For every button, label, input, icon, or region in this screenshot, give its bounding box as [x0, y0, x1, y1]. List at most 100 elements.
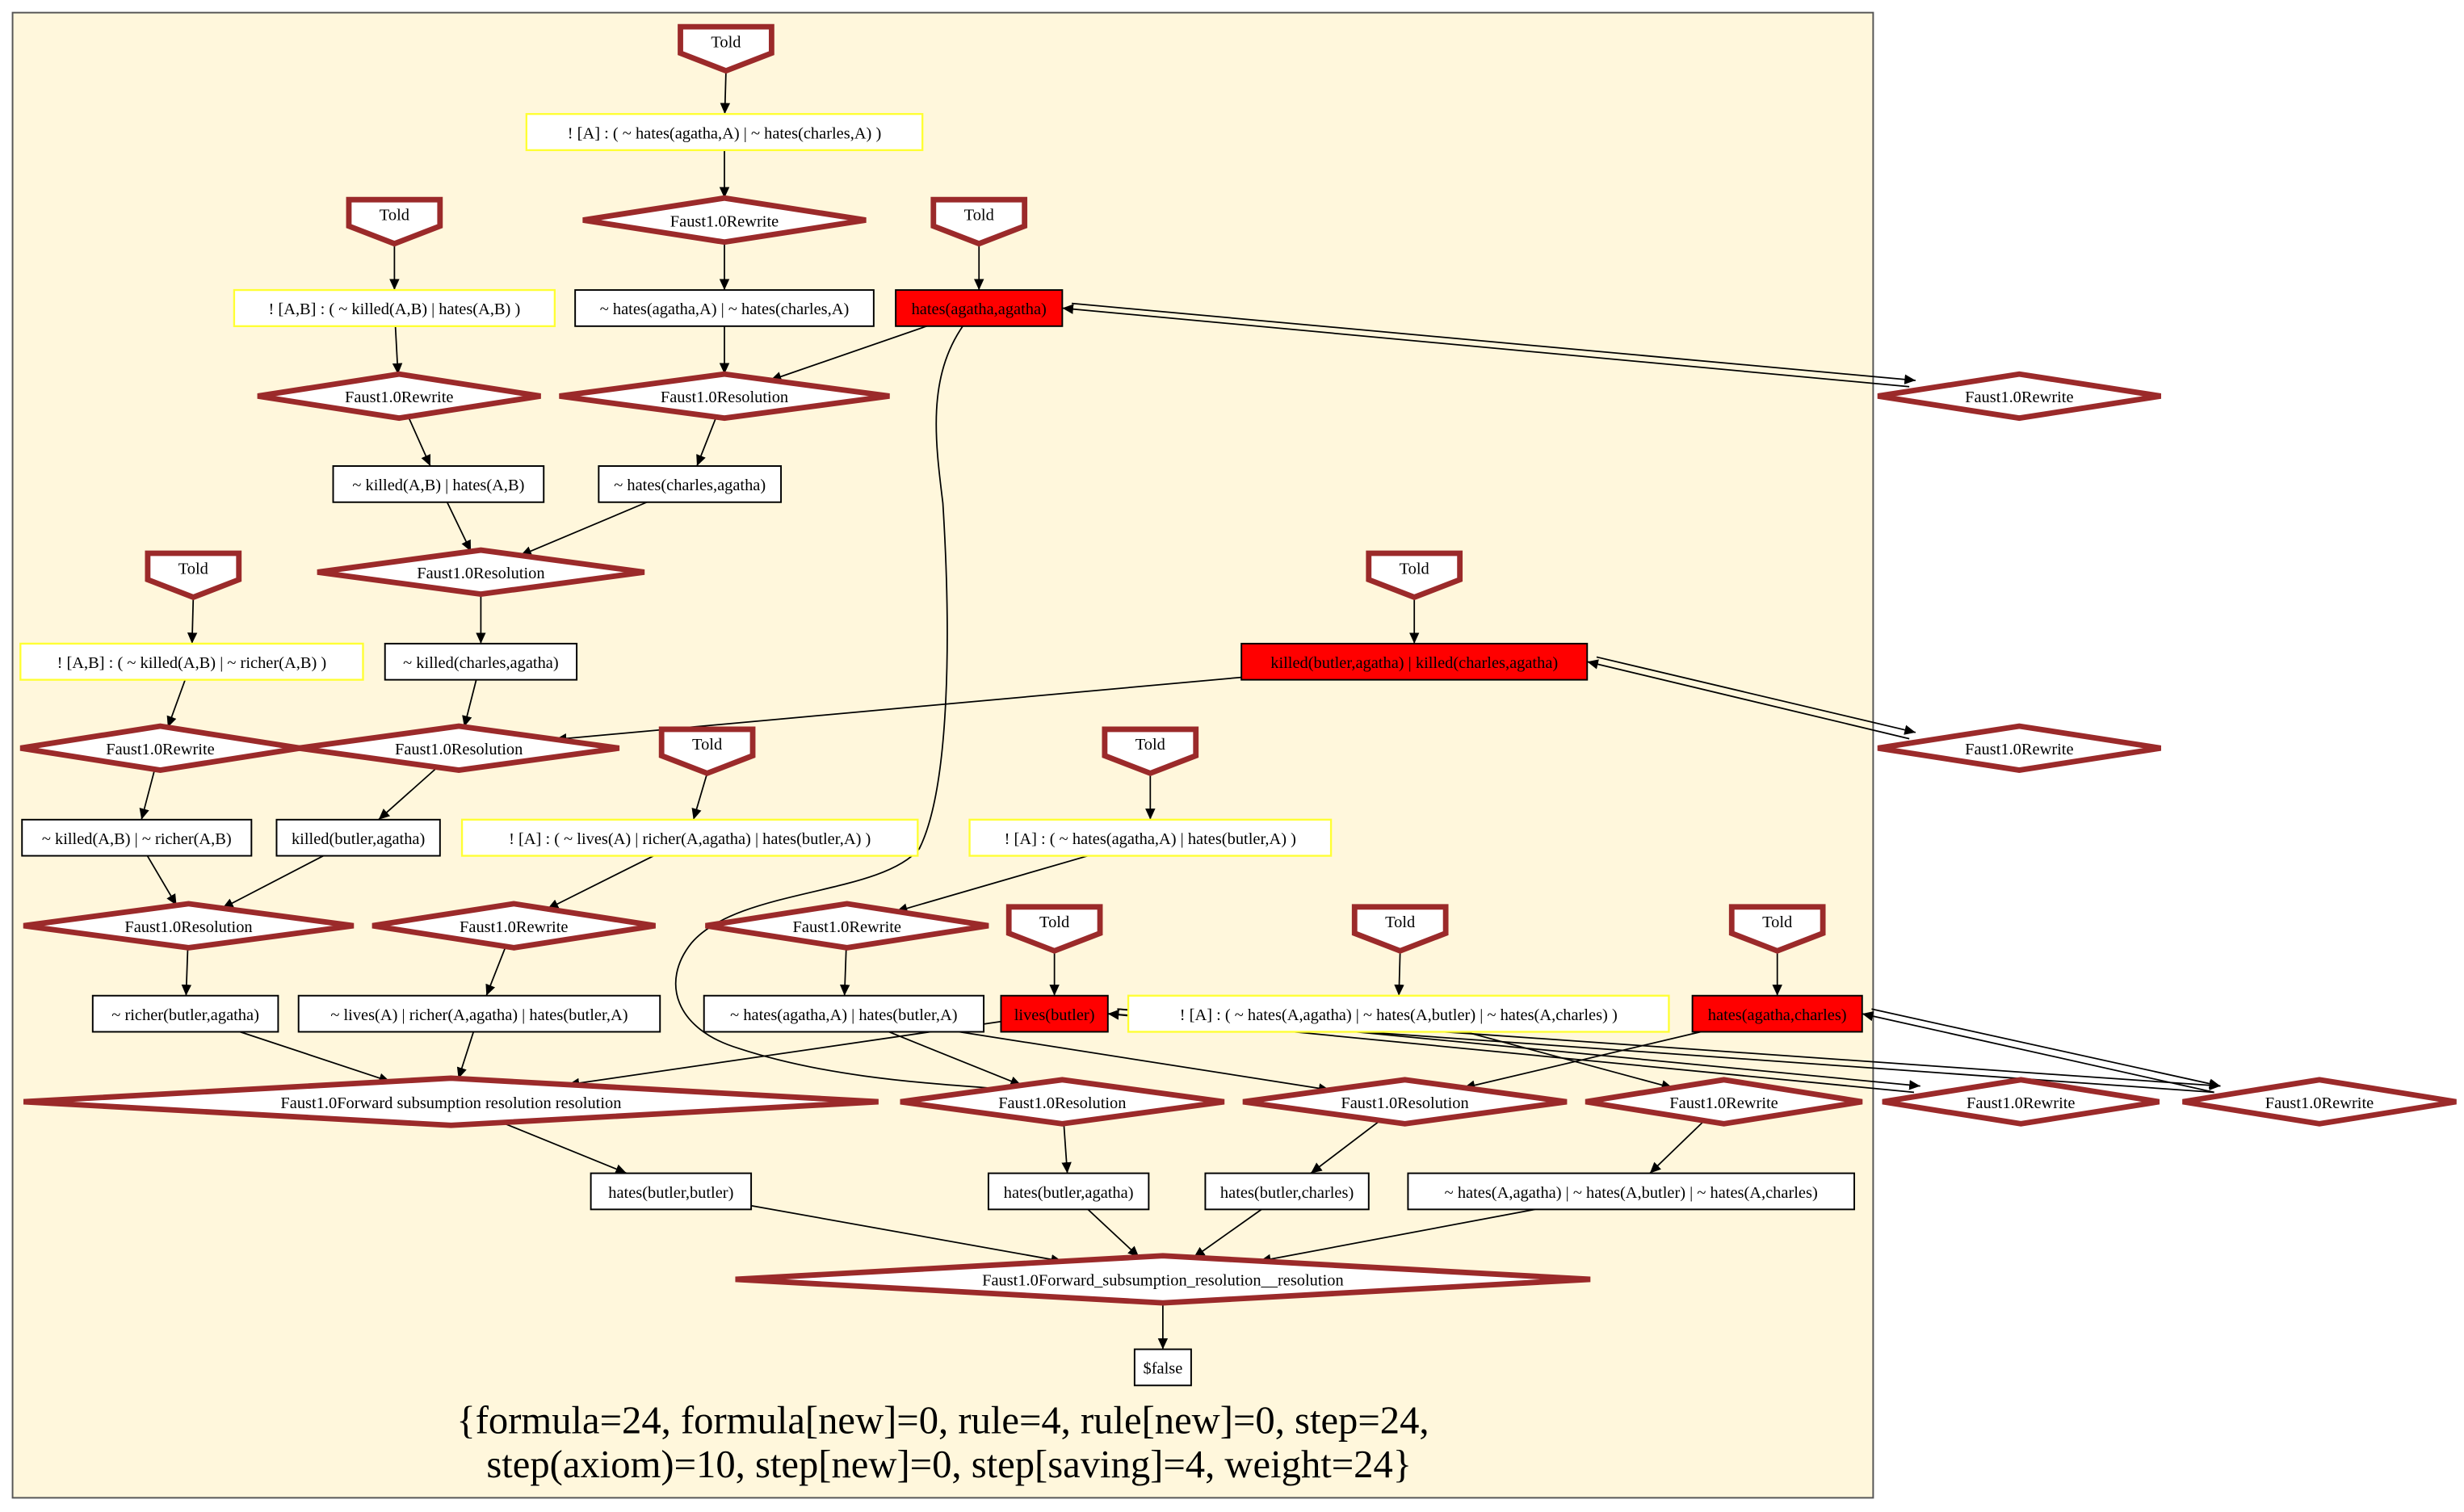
rule-node-rw5: Faust1.0Rewrite [705, 901, 989, 951]
hl-node-h4: hates(agatha,charles) [1691, 994, 1863, 1033]
derivation-cluster [11, 11, 1874, 1499]
rule-diamond [1877, 371, 2161, 422]
edge-h1-res5 [674, 325, 1038, 1096]
node-label: hates(butler,charles) [1220, 1184, 1354, 1202]
edge-h2-rw_r2 [1596, 656, 1916, 735]
node-label: Faust1.0Rewrite [1965, 388, 2073, 406]
node-label: Told [711, 33, 741, 51]
edge-h1-res1 [770, 325, 927, 382]
rule-diamond [705, 901, 989, 951]
edge-layer [139, 70, 2221, 1350]
edge-ax2-rw2 [392, 326, 403, 375]
clause-node-c13: ~ hates(A,agatha) | ~ hates(A,butler) | … [1407, 1172, 1856, 1211]
axiom-box [19, 642, 364, 681]
told-node-told8: Told [1005, 904, 1103, 954]
node-label: ! [A,B] : ( ~ killed(A,B) | ~ richer(A,B… [57, 654, 327, 672]
clause-box [1407, 1172, 1856, 1211]
edge-rw_r2-h2 [1587, 659, 1910, 740]
told-node-told1: Told [678, 23, 774, 74]
rule-node-res5: Faust1.0Resolution [900, 1077, 1225, 1127]
node-label: Faust1.0Rewrite [106, 741, 214, 758]
edge-c6-res4 [221, 855, 324, 909]
clause-box [598, 465, 783, 503]
edge-c13-fsr2 [1259, 1208, 1535, 1264]
edge-h1-rw_r1 [1071, 302, 1916, 384]
told-node-told9: Told [1351, 904, 1449, 954]
told-shape [1351, 904, 1449, 954]
node-label: hates(agatha,agatha) [912, 300, 1047, 318]
highlighted-clause-box [1000, 994, 1109, 1033]
edge-ax3-rw3 [166, 679, 187, 728]
node-label: Faust1.0Resolution [1341, 1094, 1468, 1112]
node-label: ~ hates(agatha,A) | ~ hates(charles,A) [600, 300, 850, 318]
node-label: lives(butler) [1014, 1006, 1095, 1024]
node-label: Faust1.0Rewrite [670, 212, 779, 230]
clause-node-c12: hates(butler,charles) [1204, 1172, 1370, 1211]
highlighted-clause-box [1240, 642, 1589, 681]
edge-c8-fsr1 [456, 1031, 475, 1079]
rule-diamond [582, 195, 867, 246]
edge-c9-res5 [888, 1031, 1022, 1086]
rule-node-rw1: Faust1.0Rewrite [582, 195, 867, 246]
edge-c7-fsr1 [239, 1031, 391, 1083]
told-node-told10: Told [1728, 904, 1826, 954]
edge-c5-res4 [146, 855, 178, 906]
axiom-box [1127, 994, 1670, 1033]
node-label: Told [1762, 914, 1792, 931]
axiom-node-ax4: ! [A] : ( ~ lives(A) | richer(A,agatha) … [460, 818, 919, 857]
rule-node-fsr2: Faust1.0Forward_subsumption_resolution__… [735, 1253, 1591, 1306]
edge-ax5-rw5 [896, 855, 1089, 914]
node-label: Told [1135, 736, 1165, 754]
edge-c11-fsr2 [1087, 1208, 1140, 1258]
edge-rw4-c8 [485, 946, 507, 997]
stats-line-1: {formula=24, formula[new]=0, rule=4, rul… [456, 1399, 1429, 1443]
rule-diamond [371, 901, 656, 951]
axiom-box [968, 818, 1333, 857]
clause-box [275, 818, 441, 857]
rule-diamond [1877, 723, 2161, 773]
rule-diamond [317, 547, 645, 598]
told-shape [658, 726, 756, 777]
hl-node-h1: hates(agatha,agatha) [895, 289, 1064, 327]
hl-node-h3: lives(butler) [1000, 994, 1109, 1033]
told-node-told2: Told [346, 196, 443, 247]
clause-box [590, 1172, 753, 1211]
edge-res5-c11 [1061, 1123, 1072, 1174]
node-label: Told [380, 206, 409, 224]
clause-node-c5: ~ killed(A,B) | ~ richer(A,B) [21, 818, 253, 857]
node-label: Told [178, 560, 208, 578]
edge-c3-res2 [520, 501, 648, 556]
rule-diamond [298, 723, 620, 773]
node-label: Faust1.0Resolution [124, 918, 252, 936]
node-label: Told [1385, 914, 1415, 931]
edge-told6-ax4 [691, 773, 708, 821]
axiom-node-ax1: ! [A] : ( ~ hates(agatha,A) | ~ hates(ch… [525, 112, 924, 152]
node-label: Faust1.0Rewrite [793, 918, 901, 936]
clause-box [987, 1172, 1150, 1211]
rule-diamond [1242, 1077, 1568, 1127]
rule-node-rw_r4: Faust1.0Rewrite [2182, 1077, 2457, 1127]
edge-rw_r1-h1 [1062, 304, 1910, 388]
clause-node-c4: ~ killed(charles,agatha) [384, 642, 578, 681]
rule-node-res3: Faust1.0Resolution [298, 723, 620, 773]
axiom-box [525, 112, 924, 152]
clause-box [384, 642, 578, 681]
edge-res3-c6 [378, 766, 439, 821]
edge-rw2-c2 [407, 416, 431, 467]
node-label: Faust1.0Resolution [661, 388, 788, 406]
clause-box [21, 818, 253, 857]
edge-res4-c7 [181, 947, 192, 996]
edge-c2-res2 [446, 502, 472, 552]
edge-c4-res3 [462, 679, 477, 728]
told-node-told6: Told [658, 726, 756, 777]
rule-diamond [1882, 1077, 2160, 1127]
rule-node-rw2: Faust1.0Rewrite [257, 371, 541, 422]
rule-node-rw4: Faust1.0Rewrite [371, 901, 656, 951]
rule-diamond [1585, 1077, 1863, 1127]
rule-diamond [257, 371, 541, 422]
rule-node-rw_r3: Faust1.0Rewrite [1882, 1077, 2160, 1127]
node-label: Faust1.0Rewrite [2265, 1094, 2374, 1112]
clause-box [1204, 1172, 1370, 1211]
node-label: Faust1.0Rewrite [1669, 1094, 1778, 1112]
